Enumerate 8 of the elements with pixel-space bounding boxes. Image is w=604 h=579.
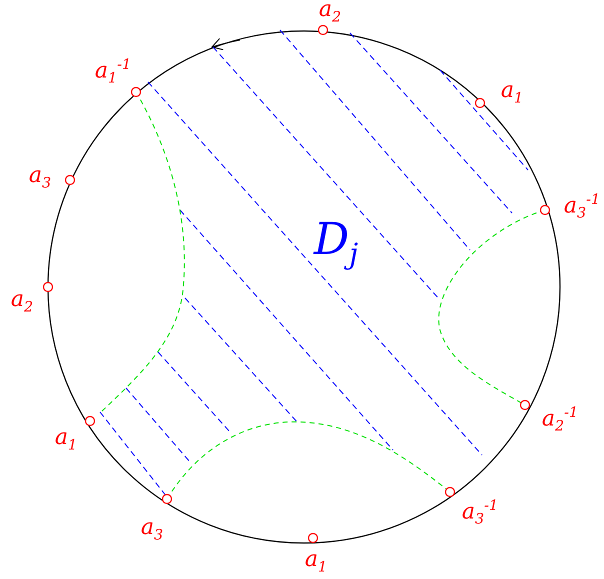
point-label: a$_{1}$ <box>500 80 524 106</box>
point-label: a$_{3}$ <box>28 165 52 191</box>
point-label: a$_{3}$ <box>140 517 164 543</box>
point-label: a$_{1}$ <box>54 427 78 453</box>
point-label: a$_{2}$ <box>10 289 34 315</box>
point-label: a$_{2}$ <box>318 0 342 25</box>
point-label: a$_{1}$ <box>304 549 328 575</box>
region-label: D$_{j}$ <box>314 218 358 268</box>
